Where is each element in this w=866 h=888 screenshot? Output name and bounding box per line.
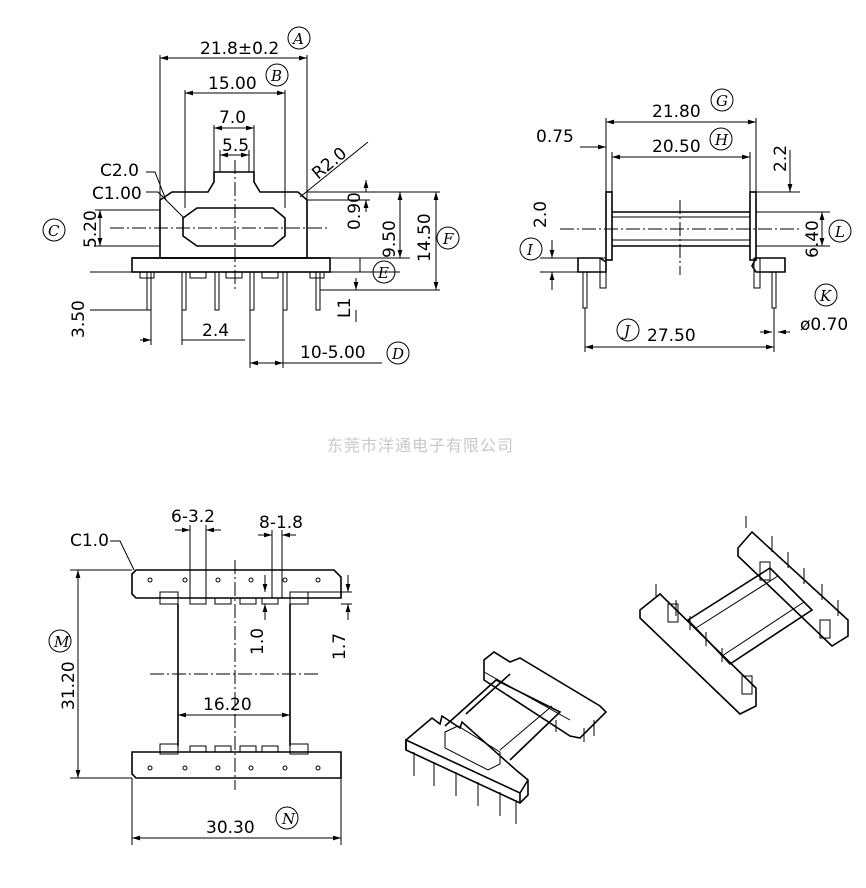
ref-C: C <box>48 222 60 240</box>
ref-H: H <box>714 131 729 149</box>
dim-side-top-step: 2.2 <box>771 145 791 172</box>
dim-overall-width: 21.8±0.2 <box>200 39 279 59</box>
dim-side-flange: 0.75 <box>536 127 574 147</box>
ref-D: D <box>391 345 404 363</box>
bottom-bottom-base <box>131 751 342 779</box>
dim-side-base-step: 2.0 <box>531 201 551 228</box>
bottom-view: C1.0 6-3.2 8-1.8 1.0 1.7 31.20 M 16.20 <box>48 507 352 845</box>
ref-F: F <box>442 230 454 248</box>
dim-side-core: 6.40 <box>803 220 823 258</box>
note-chamfer-inner: C1.00 <box>92 184 142 204</box>
side-view: 21.80 G 20.50 H 0.75 2.2 6.40 L 2.0 I <box>519 88 852 352</box>
dim-slot-inner: 5.5 <box>222 136 249 156</box>
dim-pin-tip: L1 <box>335 298 355 318</box>
front-foot-right <box>309 271 325 279</box>
ref-A: A <box>291 30 304 48</box>
dim-side-inner: 20.50 <box>652 137 701 157</box>
ref-L: L <box>834 223 845 241</box>
dim-pin-pitch: 10-5.00 <box>300 343 366 363</box>
iso-view-back <box>639 516 849 715</box>
note-radius: R2.0 <box>308 144 351 184</box>
dim-side-pin-span: 27.50 <box>647 326 696 346</box>
dim-step-b: 1.7 <box>330 633 350 660</box>
dim-length: 31.20 <box>59 661 79 710</box>
ref-N: N <box>281 810 296 828</box>
bottom-pin-holes <box>147 577 321 771</box>
dim-base-width: 30.30 <box>206 818 255 838</box>
dim-pin-offset: 2.4 <box>202 321 229 341</box>
front-window <box>182 207 286 247</box>
ref-I: I <box>526 241 534 259</box>
dim-total-height: 14.50 <box>415 213 435 262</box>
ref-K: K <box>819 287 832 305</box>
dim-top-flange: 0.90 <box>345 192 365 230</box>
dim-body-height: 9.50 <box>380 220 400 258</box>
ref-J: J <box>621 322 631 340</box>
dim-side-pin-dia: ø0.70 <box>800 315 848 335</box>
side-flange-right <box>749 191 757 261</box>
side-pin-right <box>771 271 777 309</box>
company-watermark: 东莞市洋通电子有限公司 <box>327 436 514 455</box>
dim-slot-a: 6-3.2 <box>171 507 215 527</box>
dim-core-width: 16.20 <box>203 695 252 715</box>
dim-inner-width: 15.00 <box>208 74 257 94</box>
note-bottom-chamfer: C1.0 <box>70 531 109 551</box>
iso-view-front <box>405 651 608 824</box>
bottom-top-base <box>131 569 342 599</box>
side-pin-left <box>582 271 588 309</box>
dim-side-overall: 21.80 <box>652 102 701 122</box>
ref-B: B <box>270 67 282 85</box>
note-chamfer-top: C2.0 <box>100 161 139 181</box>
dim-slot-width: 7.0 <box>219 108 246 128</box>
side-flange-left <box>605 191 613 261</box>
ref-G: G <box>716 92 728 110</box>
ref-E: E <box>377 264 389 282</box>
ref-M: M <box>53 633 70 651</box>
dim-window-height: 5.20 <box>81 210 101 248</box>
dim-step-a: 1.0 <box>248 628 268 655</box>
front-base <box>131 257 331 273</box>
dim-pin-length: 3.50 <box>69 300 89 338</box>
dim-slot-b: 8-1.8 <box>259 513 303 533</box>
front-view: 21.8±0.2 A 15.00 B 7.0 5.5 C2.0 C1.00 R2… <box>42 26 460 368</box>
